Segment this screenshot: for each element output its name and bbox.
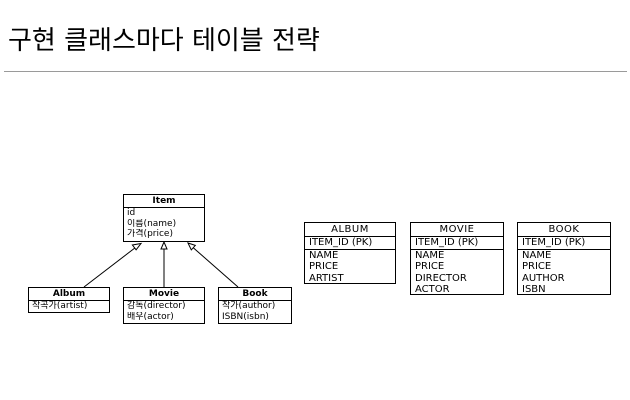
album-table-pk-section: ITEM_ID (PK) (305, 237, 395, 250)
book-inheritance-line (192, 247, 239, 288)
album-class-fields: 작곡가(artist) (29, 301, 109, 312)
album-col-artist: ARTIST (309, 272, 344, 284)
album-table-pk: ITEM_ID (PK) (309, 237, 373, 248)
album-col-price: PRICE (309, 261, 339, 272)
book-table-name: BOOK (518, 223, 610, 237)
movie-table-columns: NAME PRICE DIRECTOR ACTOR (411, 250, 503, 296)
book-field-isbn: ISBN(isbn) (222, 311, 269, 322)
movie-field-director: 감독(director) (127, 301, 186, 311)
movie-class-fields: 감독(director) 배우(actor) (124, 301, 204, 322)
book-class-name: Book (219, 288, 291, 301)
movie-col-name: NAME (415, 249, 445, 261)
album-inheritance-line (83, 247, 136, 288)
book-table: BOOK ITEM_ID (PK) NAME PRICE AUTHOR ISBN (517, 222, 611, 295)
book-table-pk-section: ITEM_ID (PK) (518, 237, 610, 250)
album-table-name: ALBUM (305, 223, 395, 237)
album-field-artist: 작곡가(artist) (32, 301, 88, 311)
album-inheritance-arrowhead (131, 242, 143, 251)
book-table-pk: ITEM_ID (PK) (522, 237, 586, 248)
album-class-name: Album (29, 288, 109, 301)
item-class: Item id 이름(name) 가격(price) (123, 194, 205, 242)
item-class-name: Item (124, 195, 204, 208)
movie-col-actor: ACTOR (415, 284, 450, 295)
book-class: Book 작가(author) ISBN(isbn) (218, 287, 292, 324)
book-col-isbn: ISBN (522, 284, 546, 295)
item-field-id: id (127, 208, 136, 218)
book-col-name: NAME (522, 249, 552, 261)
title-divider (4, 71, 627, 72)
book-col-price: PRICE (522, 261, 552, 272)
book-field-author: 작가(author) (222, 301, 276, 311)
page-title: 구현 클래스마다 테이블 전략 (8, 26, 320, 56)
album-table: ALBUM ITEM_ID (PK) NAME PRICE ARTIST (304, 222, 396, 284)
album-class: Album 작곡가(artist) (28, 287, 110, 313)
movie-col-director: DIRECTOR (415, 272, 467, 284)
movie-field-actor: 배우(actor) (127, 311, 174, 322)
movie-table: MOVIE ITEM_ID (PK) NAME PRICE DIRECTOR A… (410, 222, 504, 295)
movie-class-name: Movie (124, 288, 204, 301)
movie-class: Movie 감독(director) 배우(actor) (123, 287, 205, 324)
item-class-fields: id 이름(name) 가격(price) (124, 208, 204, 240)
book-class-fields: 작가(author) ISBN(isbn) (219, 301, 291, 322)
movie-table-name: MOVIE (411, 223, 503, 237)
item-field-name: 이름(name) (127, 218, 177, 229)
movie-table-pk: ITEM_ID (PK) (415, 237, 479, 248)
movie-inheritance-arrowhead (160, 240, 168, 250)
movie-col-price: PRICE (415, 261, 445, 272)
movie-table-pk-section: ITEM_ID (PK) (411, 237, 503, 250)
album-table-columns: NAME PRICE ARTIST (305, 250, 395, 285)
album-col-name: NAME (309, 249, 339, 261)
book-col-author: AUTHOR (522, 272, 565, 284)
item-field-price: 가격(price) (127, 229, 173, 239)
book-table-columns: NAME PRICE AUTHOR ISBN (518, 250, 610, 296)
book-inheritance-arrowhead (187, 242, 197, 251)
